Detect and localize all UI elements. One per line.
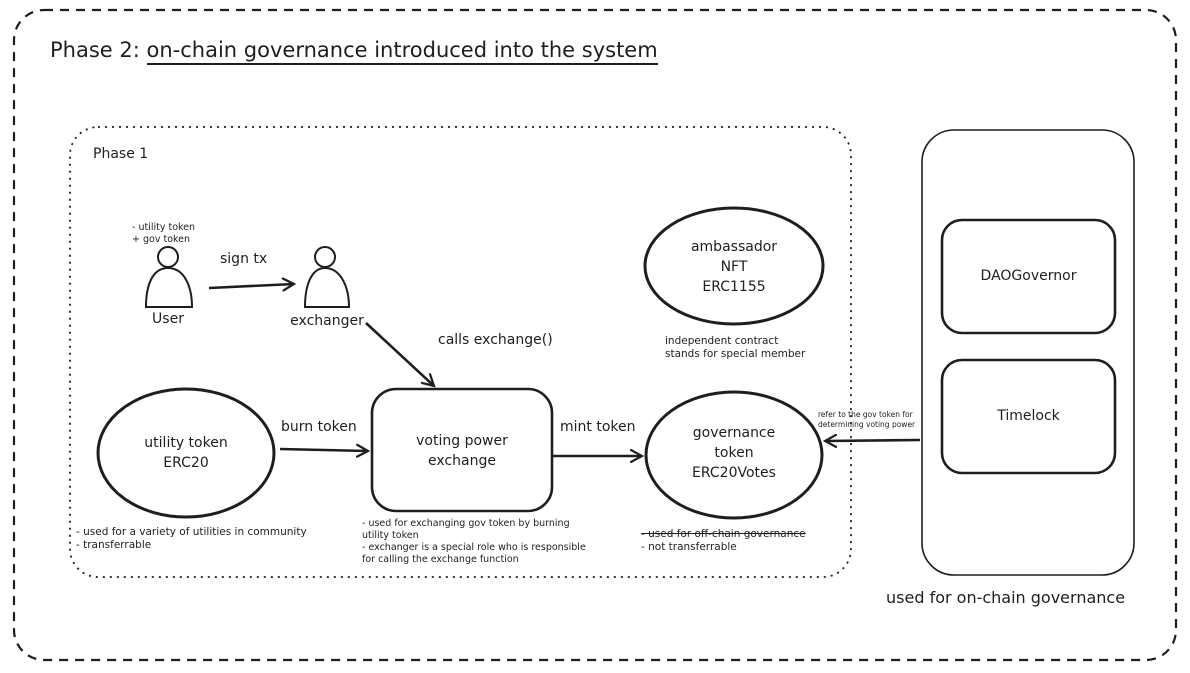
title-main: on-chain governance introduced into the … [146,38,658,65]
voting-power-note-line1: - used for exchanging gov token by burni… [362,518,570,529]
refer-label-line2: determining voting power [818,420,916,429]
voting-power-note: - used for exchanging gov token by burni… [362,518,586,566]
voting-power-note-line3: - exchanger is a special role who is res… [362,542,586,553]
exchanger-label: exchanger [290,313,364,329]
governance-token-line1: governance [692,425,776,441]
governance-token-note-line2: - not transferrable [641,541,737,553]
user-note: - utility token + gov token [132,222,195,246]
utility-token-line1: utility token [144,435,228,451]
ambassador-line1: ambassador [690,239,778,255]
voting-power-line1: voting power [416,433,508,449]
burn-token-arrow [279,449,368,451]
voting-power-exchange-node [370,387,554,513]
voting-power-text: voting power exchange [372,431,552,471]
refer-arrow [825,440,921,441]
calls-exchange-arrow [365,322,434,386]
sign-tx-arrow [208,284,294,288]
refer-label: refer to the gov token for determining v… [818,410,915,430]
utility-token-line2: ERC20 [163,455,209,471]
governance-token-node [644,390,824,520]
user-note-line1: - utility token [132,222,196,233]
dao-governor-label: DAOGovernor [980,268,1077,284]
title-prefix: Phase 2: [50,38,140,62]
user-label: User [152,311,184,327]
governance-token-text: governance token ERC20Votes [664,423,804,483]
utility-token-text: utility token ERC20 [116,433,256,473]
governance-token-note-line1: - used for off-chain governance [641,528,806,540]
ambassador-nft-node [643,206,825,326]
ambassador-note-line1: independent contract [665,335,779,347]
phase1-frame [69,126,852,578]
refer-label-line1: refer to the gov token for [818,410,913,419]
governance-token-line3: ERC20Votes [692,465,776,481]
ambassador-nft-text: ambassador NFT ERC1155 [664,237,804,297]
page-title: Phase 2: on-chain governance introduced … [50,38,658,65]
ambassador-note-line2: stands for special member [665,348,806,360]
dao-governor-node [940,218,1117,335]
governance-token-note: - used for off-chain governance - not tr… [641,528,806,554]
sign-tx-label: sign tx [220,251,268,267]
burn-token-label: burn token [281,419,357,435]
onchain-container [921,129,1135,576]
governance-token-line2: token [714,445,754,461]
exchanger-person-icon [303,246,351,308]
user-note-line2: + gov token [132,234,191,245]
phase1-label: Phase 1 [93,146,149,162]
onchain-caption: used for on-chain governance [886,588,1126,607]
ambassador-line2: NFT [720,259,748,275]
utility-token-note: - used for a variety of utilities in com… [76,526,307,552]
voting-power-note-line4: for calling the exchange function [362,554,519,565]
ambassador-note: independent contract stands for special … [665,335,805,361]
timelock-node [940,358,1117,475]
user-person-icon [144,246,194,308]
calls-exchange-label: calls exchange() [438,332,553,348]
ambassador-line3: ERC1155 [702,279,766,295]
utility-token-note-line1: - used for a variety of utilities in com… [76,526,307,538]
timelock-label: Timelock [997,408,1060,424]
voting-power-note-line2: utility token [362,530,419,541]
phase2-frame [12,8,1178,662]
voting-power-line2: exchange [428,453,496,469]
utility-token-node [96,387,276,519]
utility-token-note-line2: - transferrable [76,539,152,551]
mint-token-label: mint token [560,419,636,435]
